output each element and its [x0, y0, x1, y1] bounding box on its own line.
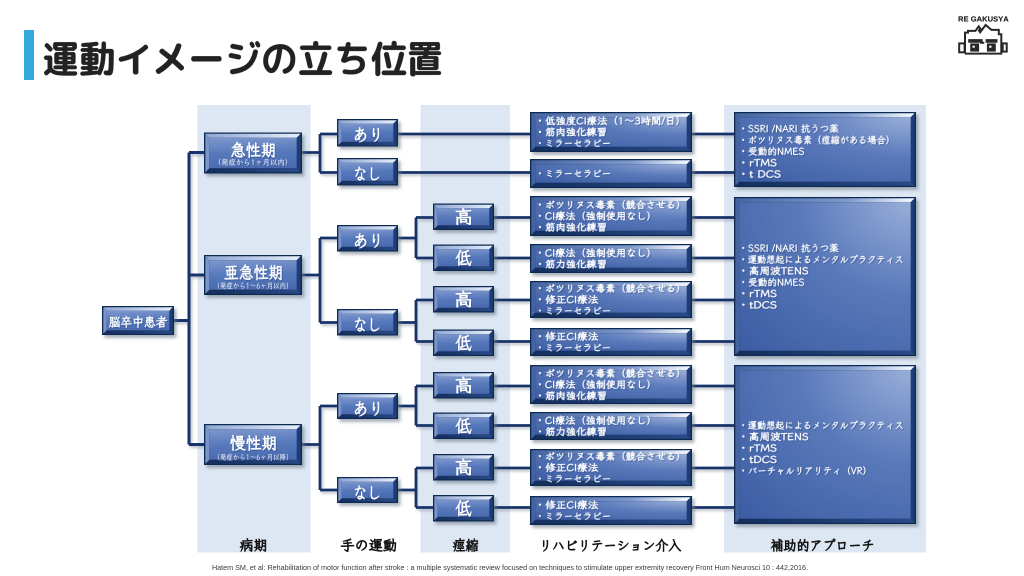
svg-text:Hatem SM, et al: Rehabilitatio: Hatem SM, et al: Rehabilitation of motor… — [212, 563, 808, 572]
